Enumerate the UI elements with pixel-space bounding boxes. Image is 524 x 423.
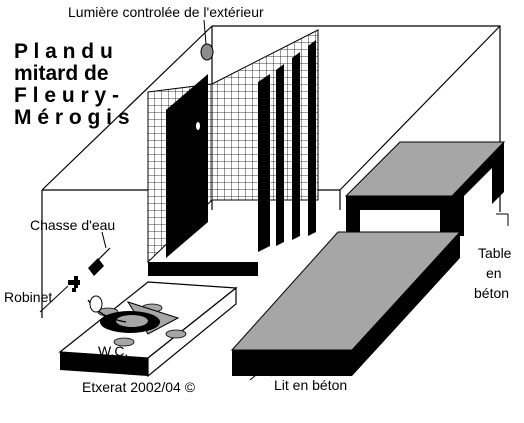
credit-text: Etxerat 2002/04 © — [82, 379, 196, 395]
tiled-shower-wall — [147, 29, 319, 276]
label-light: Lumière controlée de l'extérieur — [68, 4, 264, 20]
label-wc: W.C. — [98, 343, 128, 359]
label-table-2: en — [486, 265, 502, 281]
label-table-1: Table — [478, 245, 512, 261]
shower-door — [166, 74, 208, 258]
flush-icon — [88, 247, 111, 276]
label-leaders — [39, 19, 509, 381]
title-line-3: F l e u r y - — [14, 84, 119, 107]
wc-platform — [58, 281, 238, 378]
title-line-4: M é r o g i s — [14, 106, 130, 129]
tap-icon — [68, 276, 80, 292]
title-line-2: mitard de — [14, 62, 109, 85]
shower-base — [148, 262, 258, 276]
label-bed: Lit en béton — [274, 377, 347, 393]
concrete-table — [344, 141, 506, 236]
label-flush: Chasse d'eau — [30, 217, 115, 233]
concrete-bed — [230, 231, 462, 376]
light-bulb-icon — [200, 43, 214, 61]
title-line-1: P l a n d u — [14, 40, 113, 63]
door-handle-icon — [196, 122, 200, 130]
label-table-3: béton — [474, 285, 509, 301]
label-tap: Robinet — [4, 289, 52, 305]
